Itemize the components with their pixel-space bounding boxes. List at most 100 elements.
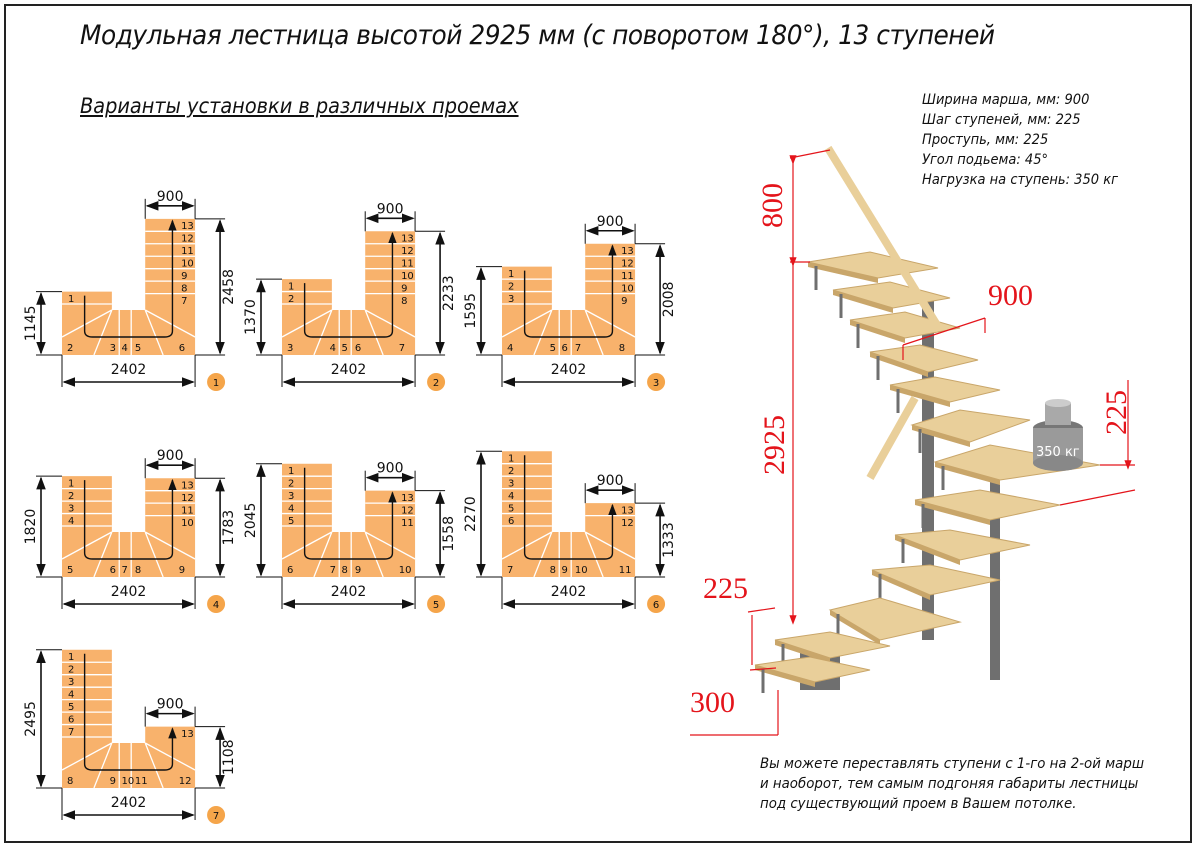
width-label: 2402 [331,584,367,600]
winder-line [61,309,113,338]
tread-edge [935,462,1000,485]
step-number: 11 [621,271,634,282]
tread-edge [915,500,990,525]
width-label: 2402 [111,795,147,811]
step-number: 13 [401,234,414,245]
dimension-lines [690,149,1136,736]
winder-line [584,309,604,356]
variant-badge-number: 3 [653,378,659,389]
variant-badge [207,373,226,391]
step-number: 12 [621,258,634,269]
note-line: под существующий проем в Вашем потолке. [760,796,1077,812]
winder-line [501,309,553,338]
winder-line [364,531,416,560]
step-number: 5 [68,702,74,713]
winder-line [144,531,196,560]
winder-line [93,309,113,356]
variant-badge [647,595,666,613]
step-number: 1 [68,478,74,489]
variant-badge [207,595,226,613]
step-number: 8 [342,565,348,576]
total-height-label: 2925 [758,415,791,475]
walk-line-arrow [523,244,617,338]
step-number: 7 [399,343,405,354]
winder-line [144,742,196,771]
step-number: 10 [399,565,412,576]
spec-angle: Угол подьема: 45° [922,152,1049,168]
page-subtitle: Варианты установки в различных проемах [80,94,519,118]
step-number: 3 [68,677,74,688]
winder-line [501,531,553,560]
step-number: 9 [355,565,361,576]
step-number: 11 [401,518,414,529]
tread-edge [775,640,830,663]
step-number: 1 [288,466,294,477]
step-number: 4 [68,689,74,700]
step-number: 1 [508,269,514,280]
tread [849,311,961,339]
tread-edge [870,352,928,377]
step-number: 7 [68,727,74,738]
step-number: 5 [550,343,556,354]
winder-line [364,531,384,578]
step-number: 4 [288,503,294,514]
winder-line [93,742,113,789]
variant-badge [207,806,226,824]
walk-line-arrow [303,467,397,560]
weight-icon [1033,399,1083,471]
step-number: 10 [122,776,135,787]
step-number: 2 [508,466,514,477]
spec-load: Нагрузка на ступень: 350 кг [922,172,1118,188]
step-number: 8 [550,565,556,576]
bottom-tread-label: 225 [703,572,748,605]
step-number: 4 [507,343,513,354]
note-line: Вы можете переставлять ступени с 1-го на… [760,756,1145,772]
winder-line [281,531,333,560]
tread-edge [830,610,880,645]
step-number: 5 [67,565,73,576]
stair-plan-shape [282,463,416,577]
step-number: 4 [68,516,74,527]
step-number: 3 [508,294,514,305]
page-frame [4,4,1192,843]
step-number: 5 [288,516,294,527]
step-number: 12 [181,234,194,245]
stair-plan-shape [62,218,196,355]
weight-label: 350 кг [1036,445,1080,460]
step-number: 5 [508,503,514,514]
winder-line [584,309,636,338]
flight-width-label: 900 [377,201,404,217]
step-number: 12 [401,246,414,257]
width-label: 2402 [111,362,147,378]
tread [914,489,1061,521]
step-number: 2 [68,491,74,502]
page-title: Модульная лестница высотой 2925 мм (с по… [80,20,995,51]
handrail [824,145,944,333]
step-number: 8 [401,296,407,307]
right-height-label: 2233 [441,275,457,311]
left-height-label: 1595 [463,293,479,329]
variant-badge-number: 4 [213,600,219,611]
step-number: 3 [287,343,293,354]
step-number: 13 [621,505,634,516]
step-number: 13 [181,480,194,491]
spec-tread-depth: Проступь, мм: 225 [922,132,1049,148]
handrail-height-label: 800 [756,183,789,228]
winder-line [533,309,553,356]
winder-line [364,309,416,338]
flight-width-label: 900 [377,461,404,477]
winder-line [144,309,196,338]
left-height-label: 2045 [243,503,259,539]
tread [828,597,962,641]
variant-badge [427,595,446,613]
winder-line [364,309,384,356]
step-number: 10 [401,271,414,282]
stair-plan-shape [282,231,416,355]
variant-badge-number: 7 [213,811,219,822]
step-number: 11 [181,246,194,257]
tread-edge [808,262,878,283]
step-number: 6 [68,714,74,725]
